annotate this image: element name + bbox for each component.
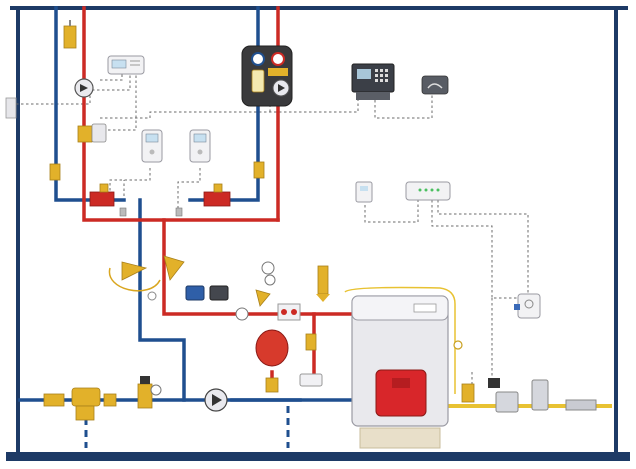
burner-icon (375, 369, 427, 417)
heat-meter-icon (89, 183, 231, 217)
safety-valve-icon (108, 255, 185, 301)
filter-icon (43, 376, 162, 421)
air-vent-icon (63, 20, 77, 49)
riser-continuation (84, 406, 290, 448)
manifold-icon (185, 285, 229, 301)
controller-icon (351, 63, 395, 100)
pump-icon (74, 78, 94, 98)
modem-icon (421, 75, 449, 95)
mixing-valve-icon (77, 123, 107, 143)
expansion-vessel-icon (255, 329, 323, 393)
gas-train-icon (461, 378, 597, 413)
router-icon (405, 181, 451, 201)
pressure-gauge-icon (235, 261, 330, 321)
return-pipes (18, 6, 352, 402)
room-thermostats (141, 129, 211, 163)
gas-meter-icon (514, 293, 541, 319)
pump-station-icon (241, 45, 293, 107)
thermostat-icon (107, 55, 145, 75)
valve-icon (49, 161, 265, 181)
building-frame (5, 6, 630, 461)
signal-wiring (16, 68, 529, 400)
sensor-icon (355, 181, 373, 203)
circulation-pump (204, 388, 228, 412)
